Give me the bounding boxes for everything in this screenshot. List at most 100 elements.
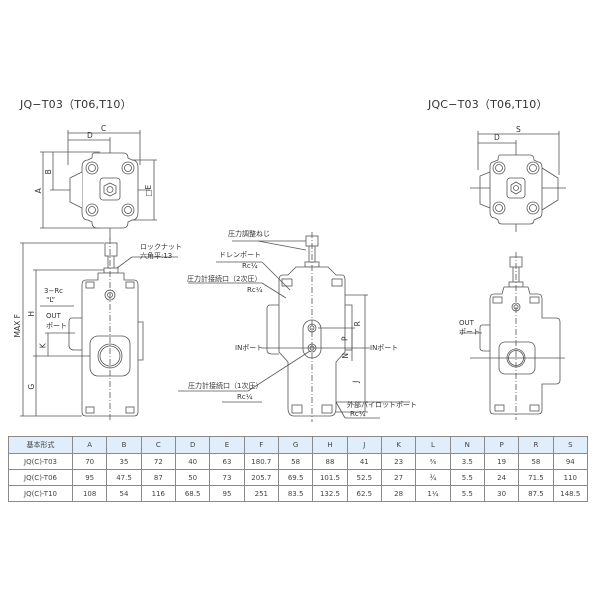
- cell-model: JQ(C)-T06: [8, 469, 73, 486]
- cell-a: 95: [71, 469, 108, 486]
- header-model: 基本形式: [8, 436, 73, 454]
- cell-g: 83.5: [277, 485, 314, 502]
- cell-a: 70: [71, 453, 108, 470]
- cell-p: 24: [483, 469, 520, 486]
- cell-b: 54: [106, 485, 142, 502]
- middle-side-view: [178, 232, 410, 422]
- cell-j: 62.5: [346, 485, 382, 502]
- callout-gauge-port-2: 圧力計接続口（2次圧）: [187, 275, 262, 283]
- callout-in-port-right: INポート: [370, 344, 399, 352]
- cell-g: 58: [277, 453, 314, 470]
- cell-j: 41: [346, 453, 382, 470]
- dim-d: D: [87, 131, 93, 140]
- header-g: G: [277, 436, 314, 454]
- dim-r: R: [352, 321, 362, 327]
- dim-c: C: [101, 124, 107, 133]
- cell-j: 52.5: [346, 469, 382, 486]
- header-f: F: [243, 436, 279, 454]
- cell-n: 3.5: [449, 453, 485, 470]
- cell-f: 205.7: [243, 469, 279, 486]
- cell-c: 72: [140, 453, 176, 470]
- cell-c: 87: [140, 469, 176, 486]
- dim-p: P: [340, 336, 350, 342]
- cell-d: 50: [174, 469, 211, 486]
- table-row: JQ(C)-T06 95 47.5 87 50 73 205.7 69.5 10…: [8, 469, 589, 486]
- cell-s: 94: [552, 453, 589, 470]
- cell-p: 30: [483, 485, 520, 502]
- cell-e: 95: [209, 485, 245, 502]
- dim-a: A: [33, 188, 43, 194]
- dim-n: N: [341, 352, 351, 359]
- dim-d-jqc: D: [494, 133, 500, 142]
- cell-model: JQ(C)-T03: [8, 453, 73, 470]
- cell-h: 132.5: [312, 485, 348, 502]
- dim-s: S: [516, 125, 521, 134]
- header-e: E: [209, 436, 245, 454]
- cell-e: 73: [209, 469, 245, 486]
- cell-d: 68.5: [174, 485, 211, 502]
- cell-k: 23: [380, 453, 417, 470]
- cell-r: 71.5: [518, 469, 554, 486]
- cell-p: 19: [483, 453, 520, 470]
- cell-e: 63: [209, 453, 245, 470]
- jq-front-view: [20, 238, 178, 422]
- title-jqc: JQC−T03（T06,T10）: [428, 98, 548, 111]
- table-row: JQ(C)-T03 70 35 72 40 63 180.7 58 88 41 …: [8, 453, 589, 470]
- table-header-row: 基本形式 A B C D E F G H J K L N P R S: [8, 436, 589, 454]
- cell-b: 35: [106, 453, 142, 470]
- header-a: A: [71, 436, 108, 454]
- title-jq: JQ−T03（T06,T10）: [20, 98, 132, 111]
- header-d: D: [174, 436, 211, 454]
- callout-hex-flat: 六角平:13: [140, 252, 173, 260]
- callout-rc-l-1: 3−Rc: [44, 287, 64, 295]
- header-p: P: [483, 436, 520, 454]
- header-j: J: [346, 436, 382, 454]
- cell-s: 110: [552, 469, 589, 486]
- cell-l: ¾: [415, 469, 451, 486]
- technical-drawing: [20, 130, 566, 422]
- callout-rc-l-2: “L”: [46, 296, 56, 304]
- cell-n: 5.5: [449, 485, 485, 502]
- dimension-table: 基本形式 A B C D E F G H J K L N P R S JQ(C)…: [8, 436, 589, 502]
- jqc-front-view: [460, 252, 565, 420]
- header-s: S: [552, 436, 589, 454]
- cell-g: 69.5: [277, 469, 314, 486]
- cell-k: 28: [380, 485, 417, 502]
- cell-model: JQ(C)-T10: [8, 485, 73, 502]
- header-l: L: [415, 436, 451, 454]
- dim-b: B: [43, 169, 53, 175]
- cell-h: 88: [312, 453, 348, 470]
- callout-in-port-left: INポート: [235, 344, 264, 352]
- callout-out-port-2: ポート: [46, 322, 67, 330]
- cell-h: 101.5: [312, 469, 348, 486]
- cell-d: 40: [174, 453, 211, 470]
- cell-k: 27: [380, 469, 417, 486]
- callout-lock-nut: ロックナット: [140, 243, 182, 251]
- dim-h: H: [27, 310, 37, 317]
- callout-out-port-1: OUT: [46, 312, 61, 320]
- cell-r: 87.5: [518, 485, 554, 502]
- dim-e: □E: [144, 184, 154, 197]
- cell-f: 180.7: [243, 453, 279, 470]
- callout-drain-rc: Rc¼: [242, 262, 258, 270]
- callout-pressure-adjust-screw: 圧力調整ねじ: [228, 230, 270, 238]
- header-c: C: [140, 436, 176, 454]
- header-b: B: [106, 436, 142, 454]
- table-row: JQ(C)-T10 108 54 116 68.5 95 251 83.5 13…: [8, 485, 589, 502]
- callout-drain-port: ドレンポート: [219, 251, 261, 259]
- cell-l: 1¼: [415, 485, 451, 502]
- cell-n: 5.5: [449, 469, 485, 486]
- callout-ext-pilot-rc: Rc¼: [350, 410, 366, 418]
- callout-jqc-out-1: OUT: [459, 319, 474, 327]
- cell-s: 148.5: [552, 485, 589, 502]
- cell-f: 251: [243, 485, 279, 502]
- dim-k: K: [38, 343, 48, 349]
- dim-j: J: [351, 380, 361, 383]
- callout-jqc-out-2: ポート: [459, 328, 480, 336]
- jq-top-view: [40, 130, 157, 240]
- jqc-top-view: [470, 131, 566, 232]
- cell-r: 58: [518, 453, 554, 470]
- callout-gauge-port-1-rc: Rc¼: [237, 393, 253, 401]
- header-n: N: [449, 436, 485, 454]
- header-r: R: [518, 436, 554, 454]
